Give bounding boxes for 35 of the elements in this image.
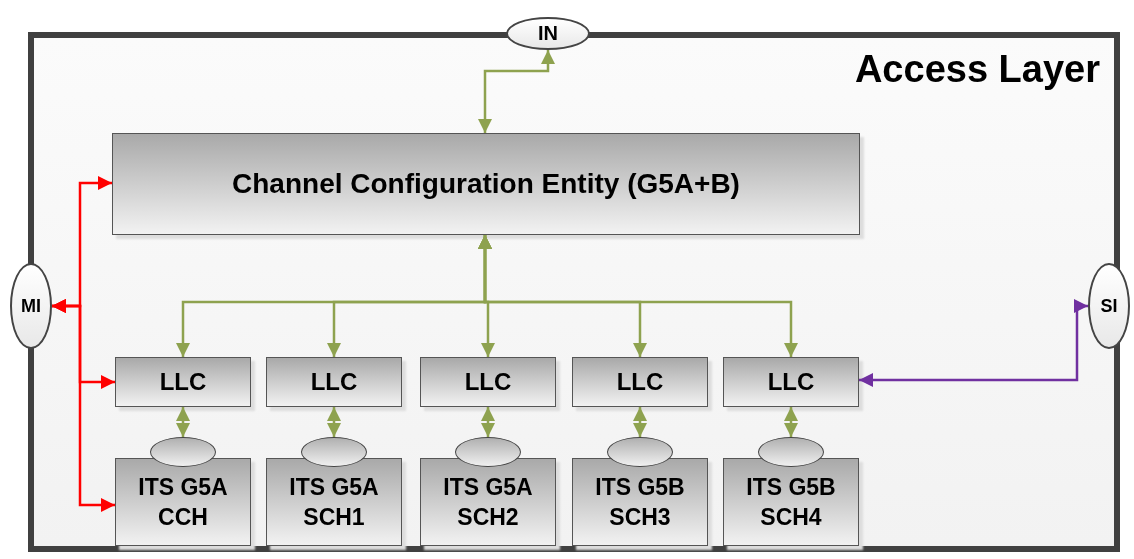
process-box — [115, 357, 251, 407]
box-label: LLC — [767, 368, 815, 396]
box-label: ITS G5B SCH4 — [745, 473, 837, 532]
arrow — [633, 407, 647, 437]
box-label: Channel Configuration Entity (G5A+B) — [232, 168, 740, 200]
interface-label: SI — [1100, 295, 1118, 317]
arrow — [327, 407, 341, 437]
process-box — [420, 357, 556, 407]
arrow — [52, 299, 115, 512]
process-box — [572, 458, 708, 546]
arrow — [481, 407, 495, 437]
box-label: LLC — [159, 368, 207, 396]
arrow — [859, 299, 1088, 387]
interface-label: IN — [538, 22, 558, 45]
box-label: LLC — [310, 368, 358, 396]
box-label: ITS G5A SCH2 — [442, 473, 534, 532]
process-box — [420, 458, 556, 546]
process-box — [572, 357, 708, 407]
arrow — [176, 407, 190, 437]
process-box — [723, 458, 859, 546]
arrow — [478, 50, 555, 133]
process-box — [723, 357, 859, 407]
panel-title: Access Layer — [854, 48, 1100, 91]
box-label: LLC — [616, 368, 664, 396]
arrow — [784, 407, 798, 437]
interface-label: MI — [21, 295, 41, 317]
process-box — [266, 458, 402, 546]
process-box — [112, 133, 860, 235]
box-label: ITS G5A CCH — [137, 473, 229, 532]
arrow — [478, 235, 798, 357]
box-label: LLC — [464, 368, 512, 396]
box-label: ITS G5A SCH1 — [288, 473, 380, 532]
box-label: ITS G5B SCH3 — [594, 473, 686, 532]
process-box — [266, 357, 402, 407]
process-box — [115, 458, 251, 546]
